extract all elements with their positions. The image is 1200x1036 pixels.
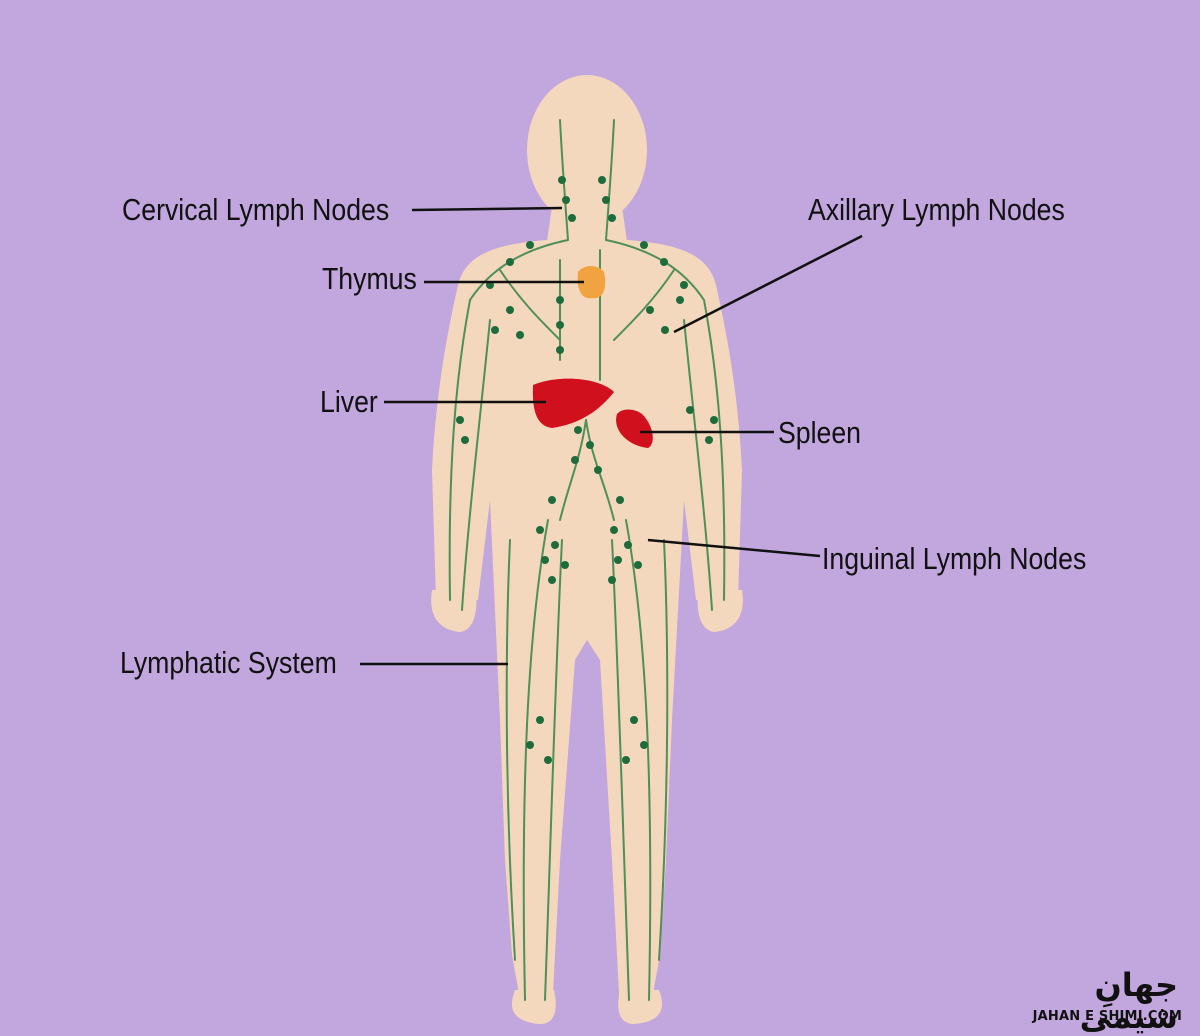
head [527,75,647,225]
liver-label: Liver [320,384,378,419]
site-watermark: جهانِ شیمی JAHAN E SHIMI.COM [1016,965,1186,1033]
lymph-vessels [448,119,726,1001]
thymus [577,266,606,299]
cervical-lymph-nodes-label: Cervical Lymph Nodes [122,192,390,227]
watermark-arabic-text: جهانِ شیمی [1079,966,1178,1036]
inguinal-lymph-nodes-label: Inguinal Lymph Nodes [822,541,1087,576]
axillary-lymph-nodes-label: Axillary Lymph Nodes [808,192,1065,227]
torso [432,240,742,1012]
spleen [616,409,653,448]
lymphatic-system-label: Lymphatic System [120,645,337,680]
leader-lines [360,206,863,666]
right-hand [697,590,743,632]
body-silhouette [431,75,743,1024]
left-foot [511,990,556,1024]
inguinal-leader [647,538,821,558]
watermark-latin-text: JAHAN E SHIMI.COM [1032,1009,1182,1024]
spleen-label: Spleen [778,415,862,450]
axillary-leader [673,234,863,334]
left-hand [431,590,477,632]
right-foot [618,990,663,1024]
thymus-label: Thymus [322,261,417,296]
liver [532,378,614,428]
cervical-leader [411,206,563,212]
lymph-nodes [456,176,718,764]
